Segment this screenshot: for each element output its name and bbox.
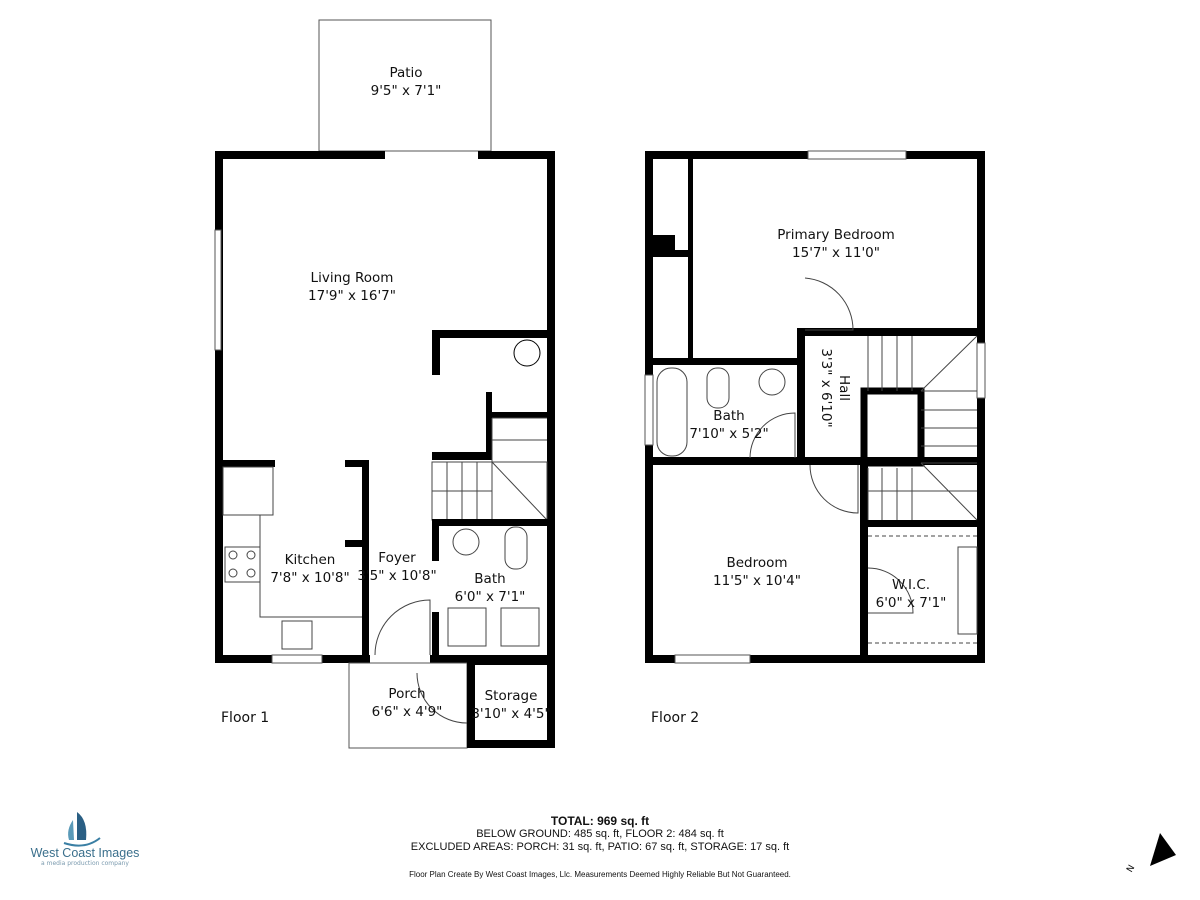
refrigerator [222, 466, 274, 516]
floor-areas: BELOW GROUND: 485 sq. ft, FLOOR 2: 484 s… [476, 828, 724, 840]
wall [645, 655, 985, 663]
door-swing [749, 412, 796, 459]
wall [860, 457, 868, 655]
window [976, 342, 986, 399]
floor-2-label: Floor 2 [651, 710, 700, 726]
floor-2-plan [644, 150, 986, 664]
window [674, 654, 751, 664]
logo-tagline: a media production company [41, 860, 129, 867]
wall [868, 520, 985, 527]
wall [486, 412, 555, 418]
wall [467, 657, 475, 748]
window [214, 229, 222, 351]
wall [645, 457, 985, 465]
wall [432, 519, 555, 526]
stairs-icon [431, 417, 548, 521]
window [271, 654, 323, 664]
door-swing [374, 599, 431, 656]
disclaimer: Floor Plan Create By West Coast Images, … [409, 870, 791, 879]
bathtub-icon [656, 367, 688, 457]
window [644, 374, 654, 446]
wall [215, 151, 385, 159]
wall [362, 460, 369, 663]
wall [345, 460, 369, 467]
wall [688, 159, 693, 359]
wall [432, 330, 440, 375]
window [807, 150, 907, 160]
room-label-wic: W.I.C.6'0" x 7'1" [875, 577, 947, 611]
vanity [500, 607, 540, 647]
wall [797, 328, 985, 336]
door-swing [867, 567, 914, 614]
sink-icon [758, 368, 786, 396]
logo-sailboat-icon [63, 812, 101, 847]
wall [467, 657, 555, 665]
door-swing [809, 464, 859, 514]
wall [653, 358, 805, 365]
patio-outline [318, 19, 492, 152]
wall [977, 151, 985, 663]
wall [345, 540, 365, 547]
total-area: TOTAL: 969 sq. ft [550, 814, 650, 828]
wall [547, 151, 555, 748]
logo: West Coast Images a media production com… [30, 844, 140, 867]
floor-1-label: Floor 1 [221, 710, 270, 726]
logo-name: West Coast Images [30, 846, 140, 860]
wall [215, 151, 223, 663]
door-swing [416, 672, 468, 724]
vanity [447, 607, 487, 647]
water-heater-icon [513, 339, 541, 367]
wall [432, 519, 439, 561]
area-summary: TOTAL: 969 sq. ft BELOW GROUND: 485 sq. … [411, 815, 789, 854]
toilet-icon [706, 367, 730, 409]
stair-core [860, 387, 925, 467]
counter [259, 515, 362, 618]
sink-icon [452, 528, 480, 556]
stairs-icon [867, 335, 978, 521]
wall [432, 330, 555, 338]
sink-icon [281, 620, 313, 650]
floor-1-plan [214, 19, 555, 749]
wall [467, 740, 555, 748]
wall [215, 460, 275, 467]
shelf [957, 546, 978, 635]
toilet-icon [504, 526, 528, 570]
excluded-areas: EXCLUDED AREAS: PORCH: 31 sq. ft, PATIO:… [410, 841, 790, 853]
wall [432, 612, 439, 663]
north-arrow-icon [1150, 833, 1176, 866]
wall [486, 392, 492, 460]
wall [432, 452, 492, 460]
wall [797, 328, 805, 463]
wall [653, 250, 693, 257]
wall [478, 151, 555, 159]
door-swing [804, 277, 854, 331]
